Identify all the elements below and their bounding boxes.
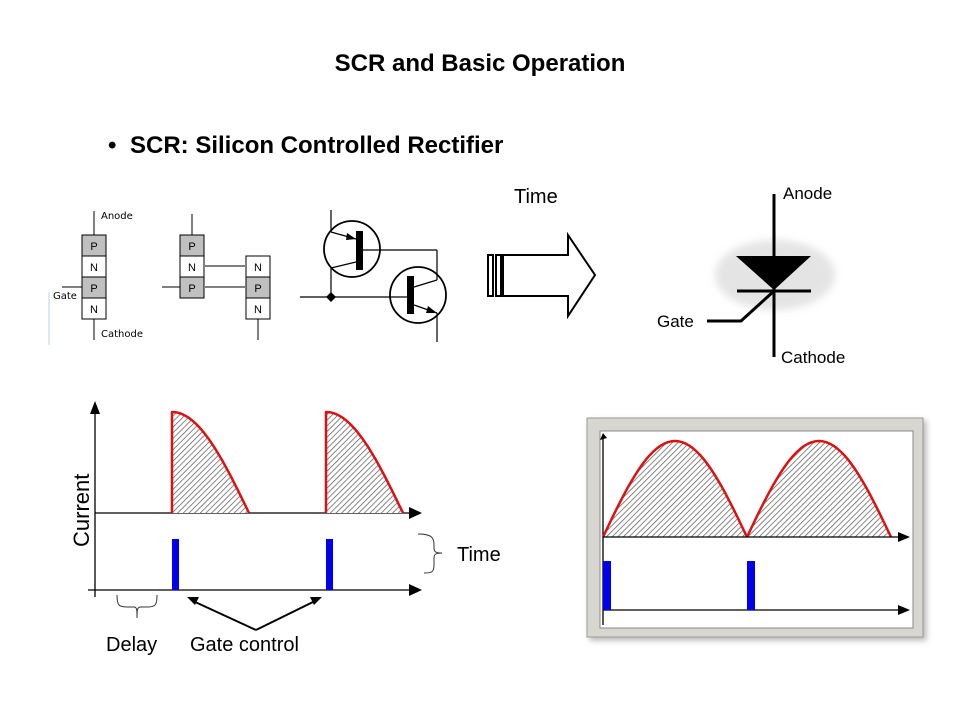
anode-label: Anode: [101, 211, 133, 222]
current-waveform: [601, 439, 749, 538]
fc-current-arrowhead: [898, 532, 910, 542]
layer-p: P: [81, 276, 107, 299]
conduction-area: [603, 441, 747, 537]
current-waveform: [745, 439, 893, 538]
gate-control-arrows: [192, 600, 316, 631]
layer-p: P: [245, 276, 271, 299]
gate-pulse: [747, 561, 755, 610]
gate-axis-arrowhead: [409, 584, 422, 596]
layer-label: N: [188, 262, 196, 274]
delay-label: Delay: [106, 634, 157, 656]
fc-y-arrowhead: [600, 433, 607, 440]
delay-brace: [116, 594, 158, 619]
current-waveforms: [170, 410, 405, 514]
current-waveform: [170, 410, 251, 514]
scr-cathode-label: Cathode: [781, 348, 845, 367]
current-axis-arrowhead: [409, 507, 422, 519]
layer-n: N: [81, 255, 107, 278]
gate-pulse: [172, 539, 179, 590]
layer-label: N: [90, 304, 98, 316]
npn-stack: NPN: [245, 255, 271, 320]
two-transistor-model: [300, 210, 447, 342]
current-axis-label: Current: [69, 474, 94, 547]
layer-p: P: [179, 276, 205, 299]
bullet-point: • SCR: Silicon Controlled Rectifier: [108, 132, 503, 160]
gate-pulse: [603, 561, 611, 610]
fc-gate-arrowhead: [898, 605, 910, 615]
layer-label: P: [188, 283, 195, 295]
bullet-glyph: •: [108, 132, 117, 159]
time-arrow-label: Time: [514, 186, 558, 208]
scr-diode-triangle: [736, 256, 811, 290]
layer-label: P: [188, 241, 195, 253]
slide-title: SCR and Basic Operation: [334, 50, 626, 77]
scr-gate-lead: [707, 289, 776, 323]
layer-label: P: [90, 283, 97, 295]
time-brace: [417, 533, 443, 574]
layer-p: P: [179, 234, 205, 257]
layer-n: N: [81, 297, 107, 320]
layer-label: N: [254, 304, 262, 316]
conduction-area: [747, 441, 891, 537]
conduction-area: [326, 412, 403, 513]
layer-n: N: [179, 255, 205, 278]
gate-pulse: [326, 539, 333, 590]
time-arrow: Time: [487, 186, 597, 320]
scr-symbol: Anode Gate Cathode: [657, 184, 845, 367]
pnp-stack: PNP: [179, 234, 205, 299]
y-axis-arrowhead: [90, 401, 100, 414]
fc-gate-pulses: [603, 561, 755, 610]
full-conduction-chart: [586, 417, 924, 638]
phase-control-chart: Current Time Delay Gate control: [69, 401, 501, 656]
pnp-transistor-icon: [323, 210, 437, 297]
layer-p: P: [81, 234, 107, 257]
scr-anode-label: Anode: [783, 184, 832, 203]
gate-arrowhead-left: [187, 597, 199, 605]
layer-label: N: [254, 262, 262, 274]
scr-gate-label: Gate: [657, 312, 694, 331]
gate-arrowhead-right: [310, 597, 322, 605]
bullet-text: SCR: Silicon Controlled Rectifier: [130, 132, 504, 159]
npn-transistor-icon: [389, 250, 447, 342]
conduction-area: [172, 412, 249, 513]
gate-pulses: [172, 539, 333, 590]
block-arrow-icon: [487, 231, 597, 320]
split-layer-diagram: PNP NPN: [162, 214, 271, 340]
time-label: Time: [457, 544, 501, 566]
layer-label: N: [90, 262, 98, 274]
junction-dot: [326, 292, 336, 302]
layer-n: N: [245, 255, 271, 278]
gate-label: Gate: [53, 291, 77, 302]
current-waveform: [324, 410, 405, 514]
gate-control-label: Gate control: [190, 634, 299, 656]
layer-label: P: [90, 241, 97, 253]
layer-label: P: [254, 283, 261, 295]
layer-n: N: [245, 297, 271, 320]
fc-current-waveforms: [601, 439, 893, 538]
cathode-label: Cathode: [101, 329, 143, 340]
